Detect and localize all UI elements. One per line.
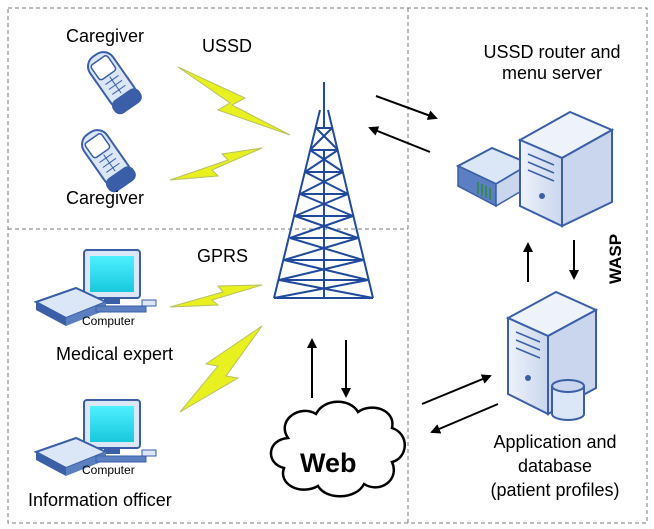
caregiver-label: Caregiver xyxy=(66,188,145,208)
lightning-icon xyxy=(179,325,263,413)
app-database-label: Application and database (patient profil… xyxy=(470,430,640,502)
database-icon xyxy=(551,379,585,421)
computer-label: Computer xyxy=(82,314,135,328)
gprs-label: GPRS xyxy=(197,246,249,266)
mobile-phone-icon xyxy=(87,51,142,115)
arrow-icon xyxy=(430,403,499,434)
region-borders xyxy=(7,7,648,524)
caregiver-label: Caregiver xyxy=(66,26,145,46)
arrow-icon xyxy=(375,95,438,120)
ussd-router-line2: menu server xyxy=(501,63,603,83)
app-line1: Application and xyxy=(493,432,617,452)
mobile-phone-icon xyxy=(81,129,136,193)
server-icon xyxy=(517,110,615,228)
app-line3: (patient profiles) xyxy=(490,480,620,500)
lightning-icon xyxy=(169,284,263,308)
arrows xyxy=(307,95,579,434)
medical-expert-label: Medical expert xyxy=(56,344,174,364)
lightning-icon xyxy=(177,66,291,136)
computer-label: Computer xyxy=(82,463,135,477)
computer-icon xyxy=(33,399,157,476)
computer-icon xyxy=(33,249,157,326)
ussd-router-line1: USSD router and xyxy=(483,42,621,62)
wasp-label: WASP xyxy=(606,233,625,284)
arrow-icon xyxy=(368,126,431,153)
ussd-router-label: USSD router and menu server xyxy=(462,42,642,84)
arrow-icon xyxy=(421,374,492,405)
information-officer-label: Information officer xyxy=(28,490,172,510)
cell-tower-icon xyxy=(273,82,374,299)
web-label: Web xyxy=(300,448,357,478)
app-line2: database xyxy=(517,456,593,476)
cloud-icon xyxy=(269,400,406,498)
lightning-icon xyxy=(169,147,263,181)
ussd-label: USSD xyxy=(202,36,253,56)
